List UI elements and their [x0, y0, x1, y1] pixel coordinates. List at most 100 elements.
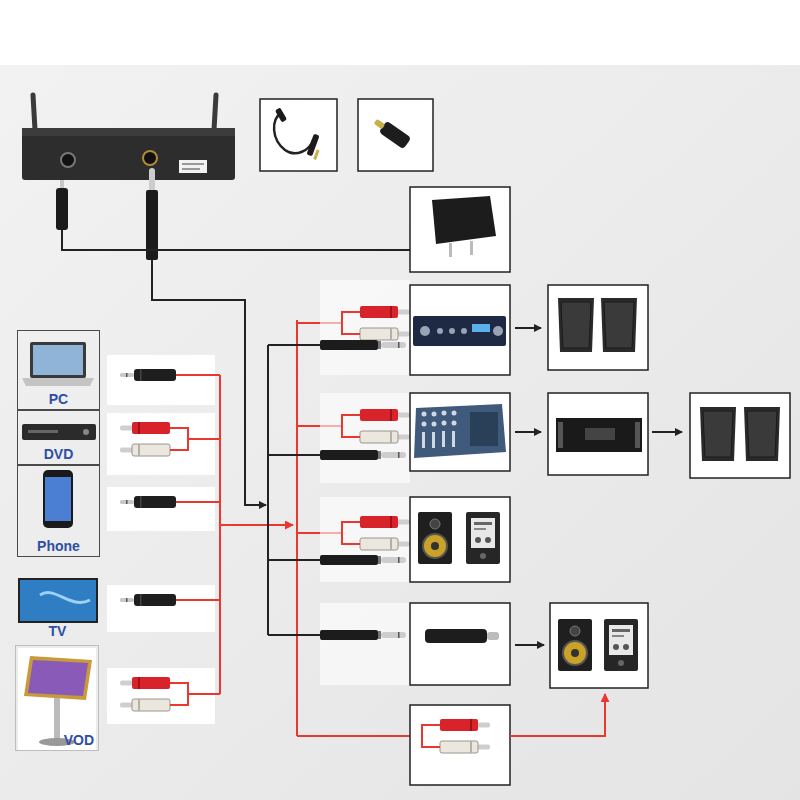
speaker-cabinet: [558, 298, 594, 352]
speaker-cabinet: [601, 298, 637, 352]
dvd-player: [22, 424, 96, 440]
antenna: [33, 95, 35, 130]
monitor-box: [550, 603, 648, 688]
signal-arrow: [515, 431, 541, 433]
label-panel: [320, 393, 410, 483]
rca-plug-pair: [422, 719, 490, 753]
label-panel: [320, 603, 410, 685]
rack-handle: [558, 422, 563, 448]
source-box: PC: [17, 330, 100, 410]
dc-jack: [61, 153, 75, 167]
source-box: Phone: [17, 465, 100, 557]
amplifier: [413, 316, 506, 346]
antenna: [214, 95, 216, 130]
audio-plug-tip: [149, 168, 155, 192]
accessory-box: [260, 99, 337, 171]
amp-knob: [420, 326, 430, 336]
rca-plug-pair: [342, 409, 410, 443]
audio-jack: [143, 151, 157, 165]
signal-arrow: [515, 644, 544, 646]
source-label: PC: [49, 391, 68, 409]
rca-plug-pair: [120, 422, 188, 456]
laptop-screen: [30, 342, 86, 378]
rca-plug-pair: [342, 306, 410, 340]
source-label: TV: [49, 623, 67, 641]
mixer: [414, 404, 506, 458]
amp-display: [472, 324, 490, 332]
phone-screen: [45, 477, 71, 521]
studio-monitor: [418, 512, 452, 564]
speaker-cabinet: [700, 407, 736, 461]
amplifier-box: [410, 285, 510, 375]
power-wire: [62, 230, 410, 250]
amp-panel: [585, 428, 615, 440]
source-label: VOD: [64, 732, 98, 750]
amp-knob: [449, 328, 455, 334]
speaker-box: [548, 285, 648, 370]
power-adapter: [432, 196, 496, 244]
signal-arrow: [652, 431, 682, 433]
mixer-box: [410, 393, 510, 471]
adapter-prong: [449, 243, 452, 257]
label-panel: [320, 280, 410, 375]
output-wiring: [268, 345, 320, 635]
sticker-line: [182, 163, 204, 165]
studio-monitor-back: [604, 619, 638, 671]
source-label: Phone: [37, 538, 80, 556]
top-margin: [0, 0, 800, 65]
mini-jack-plug: [120, 496, 176, 508]
source-label: DVD: [44, 446, 74, 464]
mixer-knobs: [422, 411, 499, 449]
label-panel: [320, 497, 410, 582]
rca-plug-pair: [120, 677, 188, 711]
input-feed-wire: [220, 524, 293, 526]
mini-jack-plug: [120, 369, 176, 381]
amp-knob: [493, 326, 503, 336]
studio-monitor-back: [466, 512, 500, 564]
signal-arrow: [510, 694, 605, 736]
speaker-box: [690, 393, 790, 478]
mini-jack-plug: [120, 594, 176, 606]
amp-knob: [437, 328, 443, 334]
dvd-button: [83, 429, 89, 435]
speaker-cabinet: [744, 407, 780, 461]
quarter-inch-plug: [320, 555, 406, 565]
studio-monitor: [558, 619, 592, 671]
jack-adapter: [371, 116, 411, 150]
tv-screen: [20, 580, 96, 621]
monitor-box: [410, 497, 510, 582]
source-box: VOD: [15, 645, 99, 751]
wireless-receiver: [22, 128, 235, 180]
phone: [43, 470, 73, 528]
sticker-line: [182, 168, 200, 170]
amp-knob: [461, 328, 467, 334]
cable-plug-tip: [313, 150, 319, 160]
quarter-inch-plug: [320, 450, 406, 460]
label-panel: [107, 585, 215, 632]
power-amplifier: [556, 418, 642, 452]
dvd-tray: [28, 430, 58, 433]
rating-sticker: [179, 160, 207, 173]
dc-plug: [56, 188, 68, 230]
accessory-box: [358, 99, 433, 171]
source-box: DVD: [17, 410, 100, 465]
vod-screen-frame: [24, 656, 92, 700]
label-panel: [107, 668, 215, 724]
background: [0, 65, 800, 800]
jack-adapter: [425, 629, 487, 643]
laptop-base: [22, 378, 94, 386]
adapter-prong: [470, 241, 473, 255]
label-panel: [107, 487, 215, 531]
adapter-box: [410, 603, 510, 685]
tv-picture: [40, 593, 90, 603]
rack-handle: [635, 422, 640, 448]
label-panel: [107, 413, 215, 475]
label-panel: [107, 355, 215, 405]
source-box: TV: [15, 575, 100, 641]
power-adapter-box: [410, 187, 510, 272]
vod-screen: [28, 660, 88, 696]
tv: [18, 578, 98, 623]
